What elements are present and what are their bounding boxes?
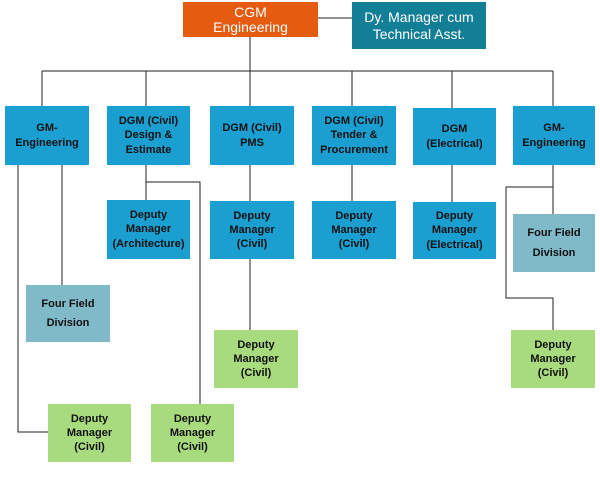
dgm-tender-procurement-box: DGM (Civil) Tender & Procurement [312, 106, 396, 165]
four-field-division-right-box: Four Field Division [513, 214, 595, 272]
assistant-line-2: Technical Asst. [372, 25, 466, 42]
dm-elec-line-3: (Electrical) [426, 238, 483, 251]
deputy-manager-civil-pms-sub-box: Deputy Manager (Civil) [214, 330, 298, 388]
field2-line-2: Division [532, 246, 576, 259]
gm1-line-2: Engineering [15, 136, 79, 149]
deputy-manager-civil-gm-right-sub-box: Deputy Manager (Civil) [511, 330, 595, 388]
design-line-2: Design & [124, 129, 173, 142]
dm-gm1-sub-line-1: Deputy [70, 412, 109, 425]
dm-elec-line-1: Deputy [435, 210, 474, 223]
dm-pms-sub-line-3: (Civil) [240, 367, 272, 380]
dm-tender-line-3: (Civil) [338, 238, 370, 251]
dm-pms-line-1: Deputy [233, 209, 271, 222]
gm-engineering-right-box: GM- Engineering [513, 106, 595, 165]
dm-gm2-sub-line-1: Deputy [534, 338, 572, 351]
dm-pms-sub-line-1: Deputy [237, 338, 275, 351]
gm1-line-1: GM- [36, 122, 58, 135]
connector-gm2-deputy [505, 186, 554, 330]
deputy-manager-civil-design-sub-box: Deputy Manager (Civil) [151, 404, 234, 462]
arch-line-1: Deputy [129, 209, 168, 222]
deputy-manager-electrical-box: Deputy Manager (Electrical) [413, 202, 496, 259]
deputy-manager-civil-gm-left-sub-box: Deputy Manager (Civil) [48, 404, 131, 462]
assistant-line-1: Dy. Manager cum [364, 9, 474, 26]
dgm-pms-box: DGM (Civil) PMS [210, 106, 294, 165]
dm-gm1-sub-line-3: (Civil) [74, 441, 105, 454]
tender-line-1: DGM (Civil) [324, 115, 384, 128]
elec-line-1: DGM [441, 123, 468, 136]
cgm-line-1: CGM [234, 3, 267, 20]
cgm-line-2: Engineering [213, 18, 288, 35]
dm-gm2-sub-line-2: Manager [530, 352, 576, 365]
dm-gm2-sub-line-3: (Civil) [537, 367, 569, 380]
tender-line-2: Tender & [330, 129, 378, 142]
dm-design-sub-line-2: Manager [169, 426, 216, 439]
dgm-design-estimate-box: DGM (Civil) Design & Estimate [107, 106, 190, 165]
dm-elec-line-2: Manager [431, 224, 478, 237]
field2-line-1: Four Field [527, 227, 581, 240]
pms-line-2: PMS [240, 136, 264, 149]
design-line-1: DGM (Civil) [118, 115, 179, 128]
dm-tender-line-1: Deputy [335, 209, 373, 222]
field1-line-1: Four Field [41, 297, 95, 310]
elec-line-2: (Electrical) [426, 137, 483, 150]
four-field-division-left-box: Four Field Division [26, 285, 110, 342]
dm-gm1-sub-line-2: Manager [66, 426, 113, 439]
deputy-manager-civil-pms-box: Deputy Manager (Civil) [210, 201, 294, 259]
gm2-line-1: GM- [543, 122, 565, 135]
field1-line-2: Division [46, 317, 90, 329]
arch-line-3: (Architecture) [112, 237, 185, 250]
cgm-engineering-box: CGM Engineering [183, 2, 318, 37]
deputy-manager-civil-tender-box: Deputy Manager (Civil) [312, 201, 396, 259]
dgm-electrical-box: DGM (Electrical) [413, 108, 496, 165]
dm-design-sub-line-1: Deputy [173, 412, 212, 425]
tender-line-3: Procurement [320, 143, 388, 156]
arch-line-2: Manager [125, 223, 172, 236]
dm-pms-line-2: Manager [229, 223, 275, 236]
connector-gm1-deputy [17, 165, 48, 433]
dm-pms-sub-line-2: Manager [233, 352, 279, 365]
design-line-3: Estimate [125, 143, 172, 156]
gm2-line-2: Engineering [522, 136, 586, 149]
connector-design-deputy-civil [146, 181, 201, 405]
dm-pms-line-3: (Civil) [236, 238, 268, 251]
gm-engineering-left-box: GM- Engineering [5, 106, 89, 165]
dm-design-sub-line-3: (Civil) [177, 441, 208, 454]
dm-tender-line-2: Manager [331, 223, 377, 236]
pms-line-1: DGM (Civil) [222, 122, 282, 135]
dy-manager-technical-asst-box: Dy. Manager cum Technical Asst. [352, 2, 486, 49]
deputy-manager-architecture-box: Deputy Manager (Architecture) [107, 200, 190, 259]
